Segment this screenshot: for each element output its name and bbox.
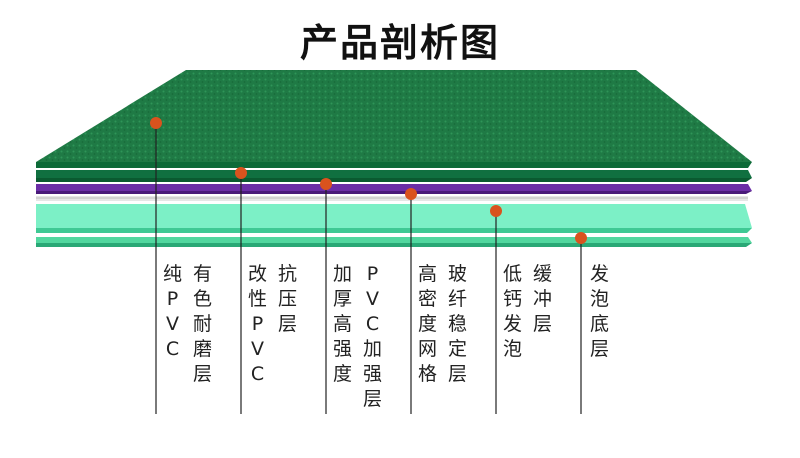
layer-foam-cushion [36,204,752,228]
marker-dot-antistress [235,167,247,179]
marker-dot-foam-base [575,232,587,244]
marker-dot-reinforced [320,178,332,190]
label-antistress-col2: 抗压层 [278,263,298,335]
marker-dot-fiber [405,188,417,200]
marker-dot-foam-cushion [490,205,502,217]
label-reinforced-col1: 加厚高强度 [333,263,353,385]
layer-foam-base [36,237,752,243]
layer-antistress [36,170,752,178]
label-fiber-col2: 玻纤稳定层 [448,263,468,385]
label-fiber-col1: 高密度网格 [418,263,438,385]
label-wear-col2: 有色耐磨层 [193,263,213,385]
label-foam-cushion-col2: 缓冲层 [533,263,553,335]
label-foam-base-col1: 发泡底层 [590,263,610,360]
marker-dot-wear [150,117,162,129]
page-title: 产品剖析图 [299,21,500,65]
label-foam-cushion-col1: 低钙发泡 [503,263,523,360]
layer-reinforced [36,184,752,191]
layer-wear [36,70,752,162]
